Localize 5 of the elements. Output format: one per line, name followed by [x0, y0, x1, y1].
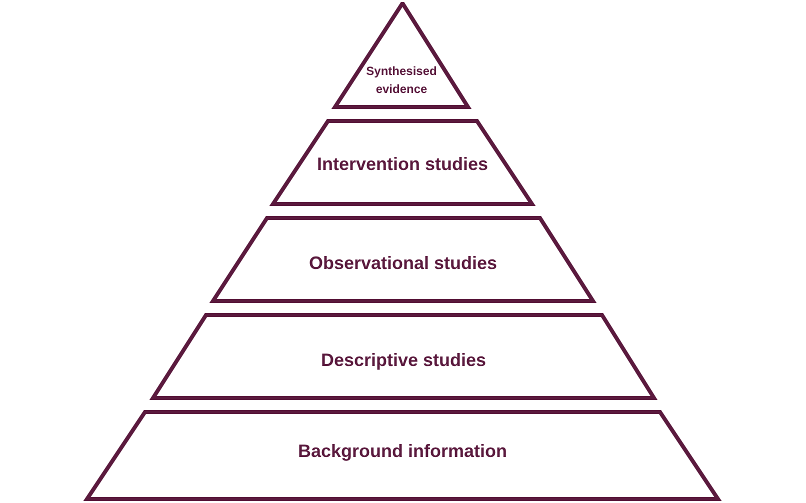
tier-label: Descriptive studies	[320, 350, 486, 370]
tier-label: Intervention studies	[316, 154, 488, 174]
tier-label: Synthesised evidence	[366, 64, 437, 96]
tier-label: Background information	[298, 441, 507, 461]
tier-label: Observational studies	[308, 253, 498, 273]
